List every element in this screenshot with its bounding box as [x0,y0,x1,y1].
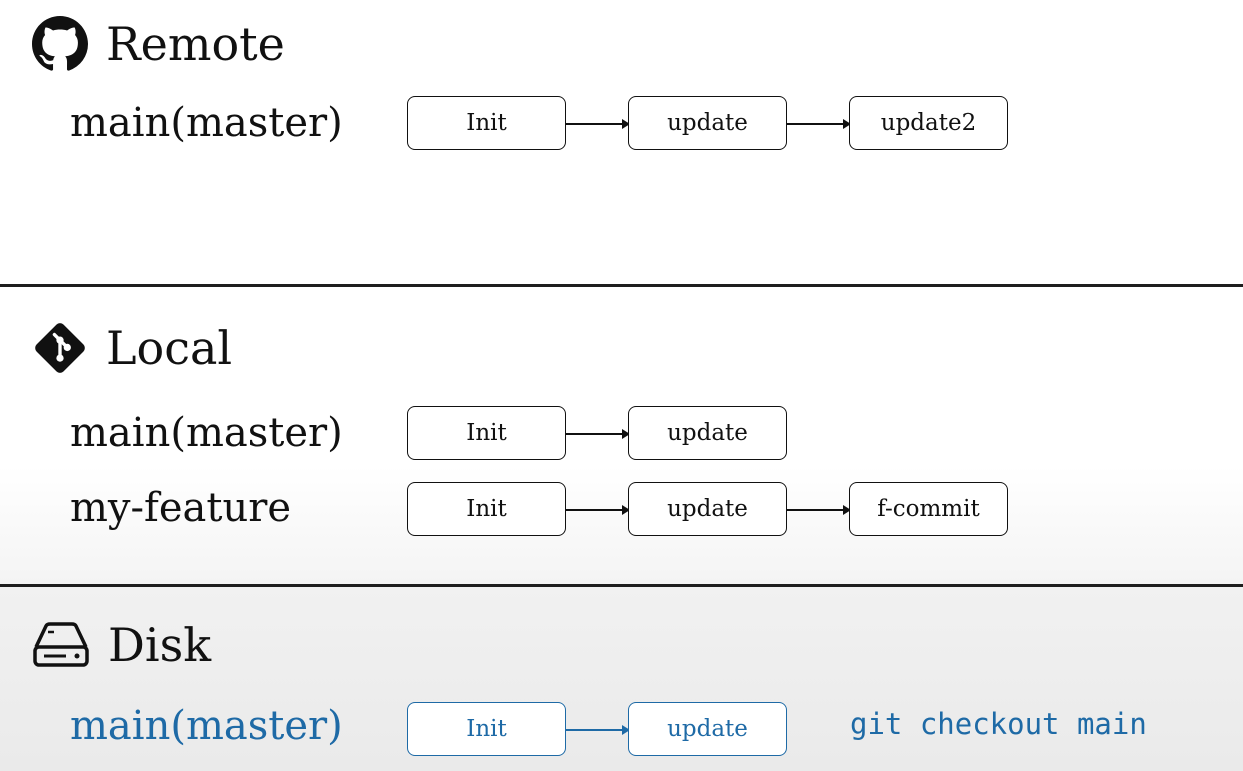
local-section [0,286,1243,586]
remote-main-arrow-2 [787,119,851,129]
local-main-arrow-1 [566,429,630,439]
local-title: Local [106,321,233,375]
disk-section [0,586,1243,771]
remote-branch-main-label: main(master) [70,100,343,146]
disk-main-commit-update: update [628,702,787,756]
disk-header: Disk [32,620,211,670]
remote-main-commit-update: update [628,96,787,150]
feature-commit-init: Init [407,482,566,536]
local-branch-feature-label: my-feature [70,485,291,531]
remote-main-commit-init: Init [407,96,566,150]
github-icon [32,16,88,71]
git-icon [35,323,85,373]
local-main-commit-update: update [628,406,787,460]
disk-main-arrow-1 [566,725,630,735]
local-header: Local [32,320,232,376]
disk-main-commit-init: Init [407,702,566,756]
remote-main-arrow-1 [566,119,630,129]
disk-title: Disk [108,618,212,672]
section-divider-top [0,284,1243,287]
section-divider-bottom [0,584,1243,587]
git-command-text: git checkout main [850,707,1147,741]
disk-branch-main-label: main(master) [70,703,343,749]
feature-commit-f-commit: f-commit [849,482,1008,536]
local-main-commit-init: Init [407,406,566,460]
remote-main-commit-update2: update2 [849,96,1008,150]
local-branch-main-label: main(master) [70,410,343,456]
remote-title: Remote [106,17,285,71]
hard-drive-icon [33,622,89,667]
remote-section [0,0,1243,286]
remote-header: Remote [32,16,285,72]
feature-arrow-2 [787,505,851,515]
feature-arrow-1 [566,505,630,515]
feature-commit-update: update [628,482,787,536]
